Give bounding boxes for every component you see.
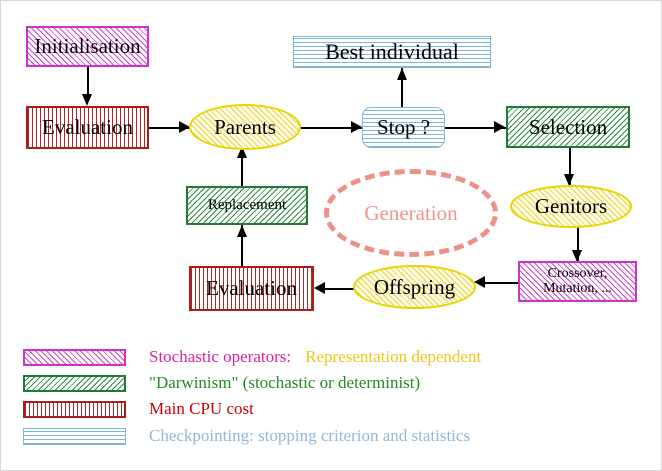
legend-label-representation-dependent-text: Representation dependent <box>305 347 482 366</box>
legend-label-stochastic-operators-text: Stochastic operators: <box>149 347 292 366</box>
legend-row-main-cpu-cost: Main CPU cost <box>23 398 254 420</box>
edge-initialisation-evaluation <box>87 66 89 100</box>
node-stop-label: Stop ? <box>376 115 431 140</box>
legend-label-main-cpu-cost: Main CPU cost <box>149 399 254 419</box>
node-crossover-mutation-label-line1: Crossover, <box>547 265 608 281</box>
legend-row-checkpointing: Checkpointing: stopping criterion and st… <box>23 425 470 447</box>
node-selection-label: Selection <box>528 114 608 139</box>
node-offspring-label: Offspring <box>373 274 456 299</box>
node-parents-label: Parents <box>214 114 276 139</box>
edge-replacement-parents <box>241 146 243 188</box>
legend-swatch-green-diagonal <box>23 374 126 392</box>
node-genitors-label: Genitors <box>534 194 608 219</box>
arrowhead-replacement-parents <box>237 146 247 158</box>
node-genitors[interactable]: Genitors <box>510 185 632 228</box>
edge-genitors-crossover <box>577 226 579 263</box>
node-parents[interactable]: Parents <box>189 104 301 150</box>
legend-row-darwinism: "Darwinism" (stochastic or determinist) <box>23 372 420 394</box>
arrowhead-crossover-offspring <box>474 276 485 288</box>
arrowhead-genitors-crossover <box>572 250 582 262</box>
arrowhead-stop-best-individual <box>397 68 407 80</box>
node-evaluation-top-label: Evaluation <box>42 115 133 140</box>
legend-swatch-blue-horizontal <box>23 427 126 445</box>
node-evaluation-bottom[interactable]: Evaluation <box>189 266 314 311</box>
edge-stop-selection <box>445 127 507 129</box>
node-replacement-label: Replacement <box>207 196 287 213</box>
legend-label-stochastic-operators: Stochastic operators: Representation depe… <box>149 347 481 367</box>
node-initialisation[interactable]: Initialisation <box>26 26 149 67</box>
node-best-individual[interactable]: Best individual <box>293 36 491 68</box>
legend-swatch-magenta-diagonal <box>23 348 126 366</box>
node-evaluation-top[interactable]: Evaluation <box>26 106 149 149</box>
edge-parents-stop <box>301 127 363 129</box>
generation-label: Generation <box>364 200 458 225</box>
arrowhead-initialisation-evaluation <box>82 94 92 106</box>
node-best-individual-label: Best individual <box>325 39 459 65</box>
legend-swatch-red-vertical <box>23 400 126 418</box>
edge-evaluation-parents <box>149 127 191 129</box>
node-evaluation-bottom-label: Evaluation <box>206 276 297 301</box>
arrowhead-offspring-evaluation <box>314 282 325 294</box>
arrowhead-evaluation-replacement <box>237 225 247 237</box>
arrowhead-selection-genitors <box>564 174 574 186</box>
edge-stop-best-individual <box>401 68 403 109</box>
edge-selection-genitors <box>569 148 571 188</box>
arrowhead-parents-stop <box>351 121 362 133</box>
generation-annotation-ellipse: Generation <box>324 169 498 257</box>
edge-offspring-evaluation <box>319 288 357 290</box>
edge-crossover-offspring <box>479 282 519 284</box>
legend-label-main-cpu-cost-text: Main CPU cost <box>149 399 254 418</box>
legend-label-darwinism: "Darwinism" (stochastic or determinist) <box>149 373 420 393</box>
node-crossover-mutation-label-line2: Mutation, ... <box>543 280 612 296</box>
node-selection[interactable]: Selection <box>506 106 630 148</box>
arrowhead-stop-selection <box>494 121 505 133</box>
node-replacement[interactable]: Replacement <box>186 186 308 225</box>
arrowhead-evaluation-parents <box>179 121 190 133</box>
legend-label-darwinism-text: "Darwinism" (stochastic or determinist) <box>149 373 421 392</box>
node-initialisation-label: Initialisation <box>34 34 141 59</box>
node-crossover-mutation[interactable]: Crossover, Mutation, ... <box>518 261 637 302</box>
node-offspring[interactable]: Offspring <box>353 265 476 309</box>
legend-label-checkpointing-text: Checkpointing: stopping criterion and st… <box>149 426 471 445</box>
legend-label-checkpointing: Checkpointing: stopping criterion and st… <box>149 426 470 446</box>
legend-row-stochastic-operators: Stochastic operators: Representation depe… <box>23 346 481 368</box>
edge-evaluation-replacement <box>241 225 243 267</box>
node-stop[interactable]: Stop ? <box>362 107 445 148</box>
